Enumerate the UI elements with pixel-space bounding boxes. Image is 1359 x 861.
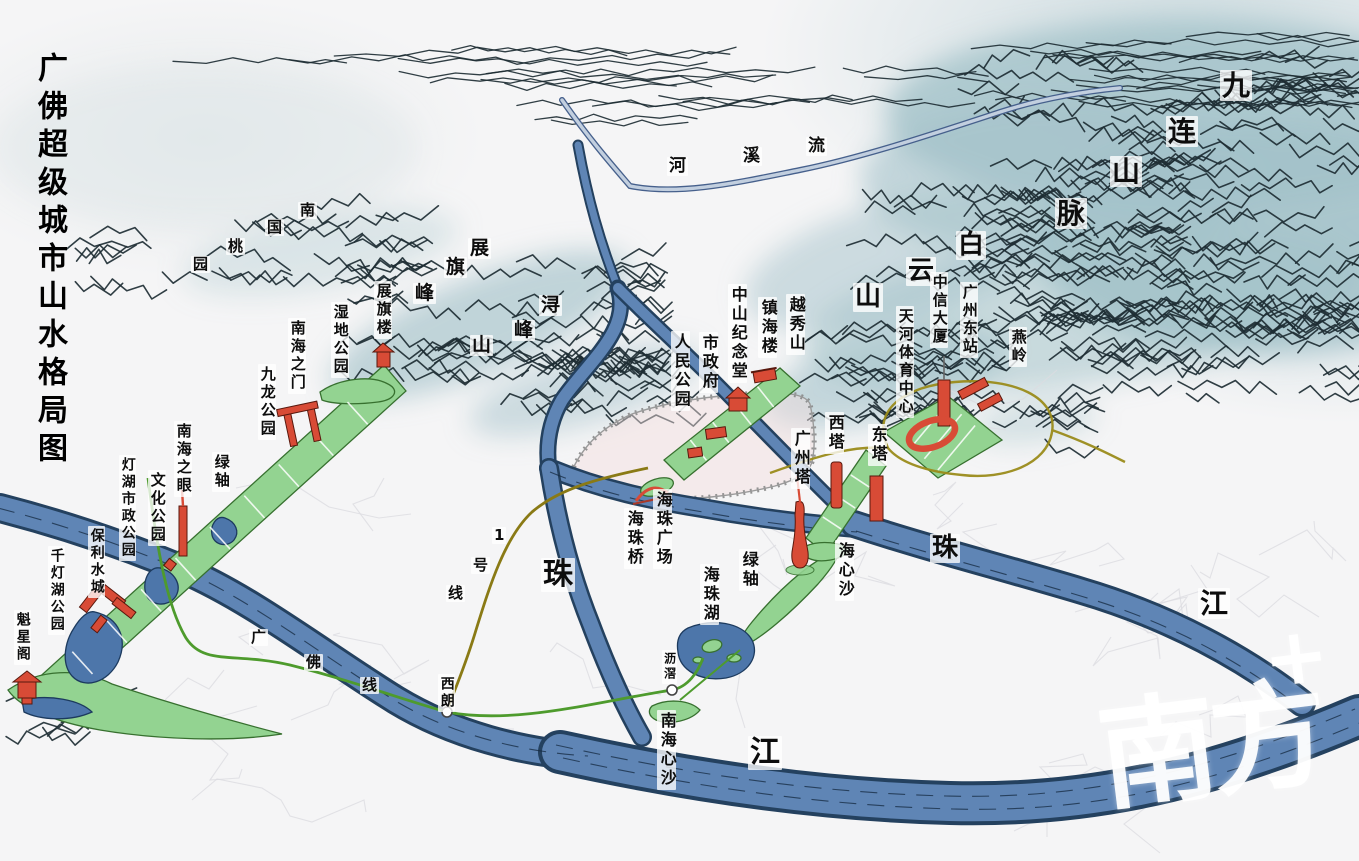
kuixingge-lake [21,697,94,720]
nanhai-xinsha-island [648,700,701,724]
station-lijiao-dot [666,684,678,696]
mountain-washes [0,20,1359,444]
nanhai-eye-tower [178,489,188,557]
zhenhailou-tower [750,366,778,384]
denghu-lake-small [210,516,238,546]
south-green-axis-leaf [738,546,841,649]
citic-tower [937,356,951,427]
qiandenghu-lake [64,611,123,684]
map-title: 广佛超级城市山水格局图 [32,52,67,470]
haixinsha-island [802,541,851,562]
zhanqilou-building [371,342,396,368]
government-buildings [686,426,728,459]
zhongshan-memorial-hall [724,386,752,412]
landmarks [11,342,1004,705]
canton-tower [785,475,815,576]
station-xilang-dot [441,706,453,718]
nanhai-gate [276,400,322,448]
west-tower [830,461,843,509]
east-tower [869,475,884,522]
wetland-park-patch [319,378,396,405]
qiandenghu-buildings [78,557,178,634]
kuixingge-pavilion [11,670,43,705]
tianhe-stadium-ring [905,416,959,452]
metro-line1-path [446,466,649,709]
guangzhou-east-station [957,376,1004,412]
